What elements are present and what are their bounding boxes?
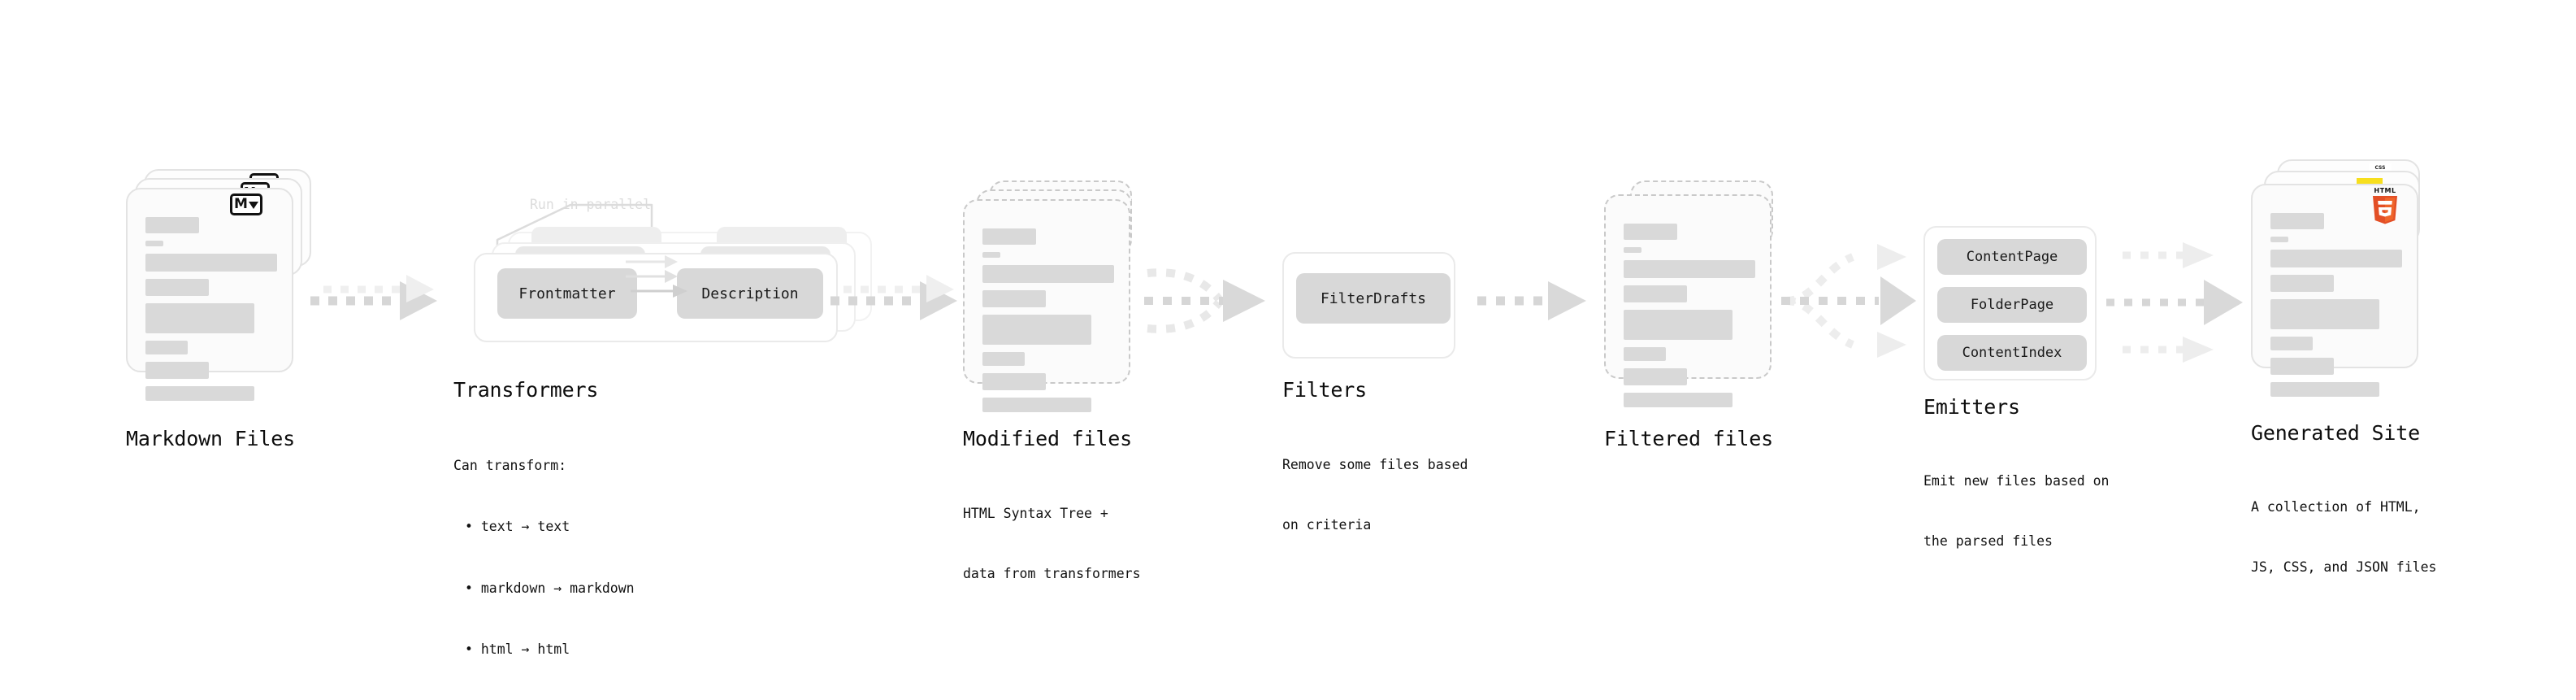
emitter-pill-contentindex[interactable]: ContentIndex [1937,335,2087,371]
filtered-skeleton-bars [1624,224,1755,415]
html5-shield-shape [2373,196,2397,224]
stage-title-filters: Filters [1282,378,1367,402]
modified-skeleton-bars [982,228,1114,420]
html5-badge-label: HTML [2374,187,2396,194]
markdown-skeleton-bars [145,217,277,408]
caption-line: Emit new files based on [1923,472,2110,489]
connector-emitters-to-site [2106,242,2243,363]
filter-pill-filterdrafts[interactable]: FilterDrafts [1296,273,1451,324]
markdown-badge-front: M [230,193,262,215]
emitters-box[interactable]: ContentPage FolderPage ContentIndex [1923,226,2097,380]
stage-title-modified-files: Modified files [963,427,1132,450]
transformer-pill-description[interactable]: Description [677,268,823,319]
caption-line: • text → text [465,519,570,535]
filtered-card-front [1604,194,1772,407]
caption-line: the parsed files [1923,533,2053,549]
pipeline-diagram: M M M [126,159,2436,657]
modified-card-front [963,199,1130,412]
transformers-box-front[interactable]: Frontmatter Description [474,253,838,342]
run-in-parallel-label: Run in parallel [530,197,652,212]
connector-filters-to-filtered [1477,281,1586,320]
caption-line: on criteria [1282,516,1372,533]
connector-modified-to-filters [1144,268,1265,333]
emitter-pill-contentpage[interactable]: ContentPage [1937,239,2087,275]
emitter-pill-folderpage[interactable]: FolderPage [1937,287,2087,323]
stage-caption-generated-site: A collection of HTML, JS, CSS, and JSON … [2251,457,2436,618]
caption-line: data from transformers [963,565,1141,581]
stage-title-generated-site: Generated Site [2251,421,2420,445]
caption-line: Remove some files based [1282,456,1468,472]
caption-line: A collection of HTML, [2251,498,2421,515]
stage-caption-modified-files: HTML Syntax Tree + data from transformer… [963,463,1141,624]
connector-transformers-to-modified [830,275,957,320]
site-skeleton-bars [2270,213,2402,404]
markdown-badge-letter: M [234,196,248,212]
stage-caption-filters: Remove some files based on criteria [1282,415,1468,576]
connector-md-to-transformers [310,275,437,320]
caption-line: • markdown → markdown [465,580,635,596]
transformer-inner-arrows [626,255,687,298]
stage-title-emitters: Emitters [1923,395,2020,419]
markdown-card-front [126,188,293,401]
caption-line: JS, CSS, and JSON files [2251,559,2437,575]
stage-caption-emitters: Emit new files based on the parsed files [1923,431,2109,592]
caption-line: Can transform: [453,458,567,474]
css-badge-label: CSS [2374,165,2386,171]
caption-line: • html → html [465,641,570,657]
caption-line: HTML Syntax Tree + [963,505,1108,521]
html5-icon: HTML [2371,187,2399,224]
stage-title-transformers: Transformers [453,378,599,402]
stage-caption-transformers: Can transform: • text → text • markdown … [453,415,635,700]
markdown-down-arrow-icon [248,201,258,209]
stage-title-filtered-files: Filtered files [1604,427,1773,450]
filters-box[interactable]: FilterDrafts [1282,252,1455,359]
transformer-pill-frontmatter[interactable]: Frontmatter [497,268,637,319]
stage-title-markdown-files: Markdown Files [126,427,295,450]
connector-filtered-to-emitters [1781,244,1916,358]
